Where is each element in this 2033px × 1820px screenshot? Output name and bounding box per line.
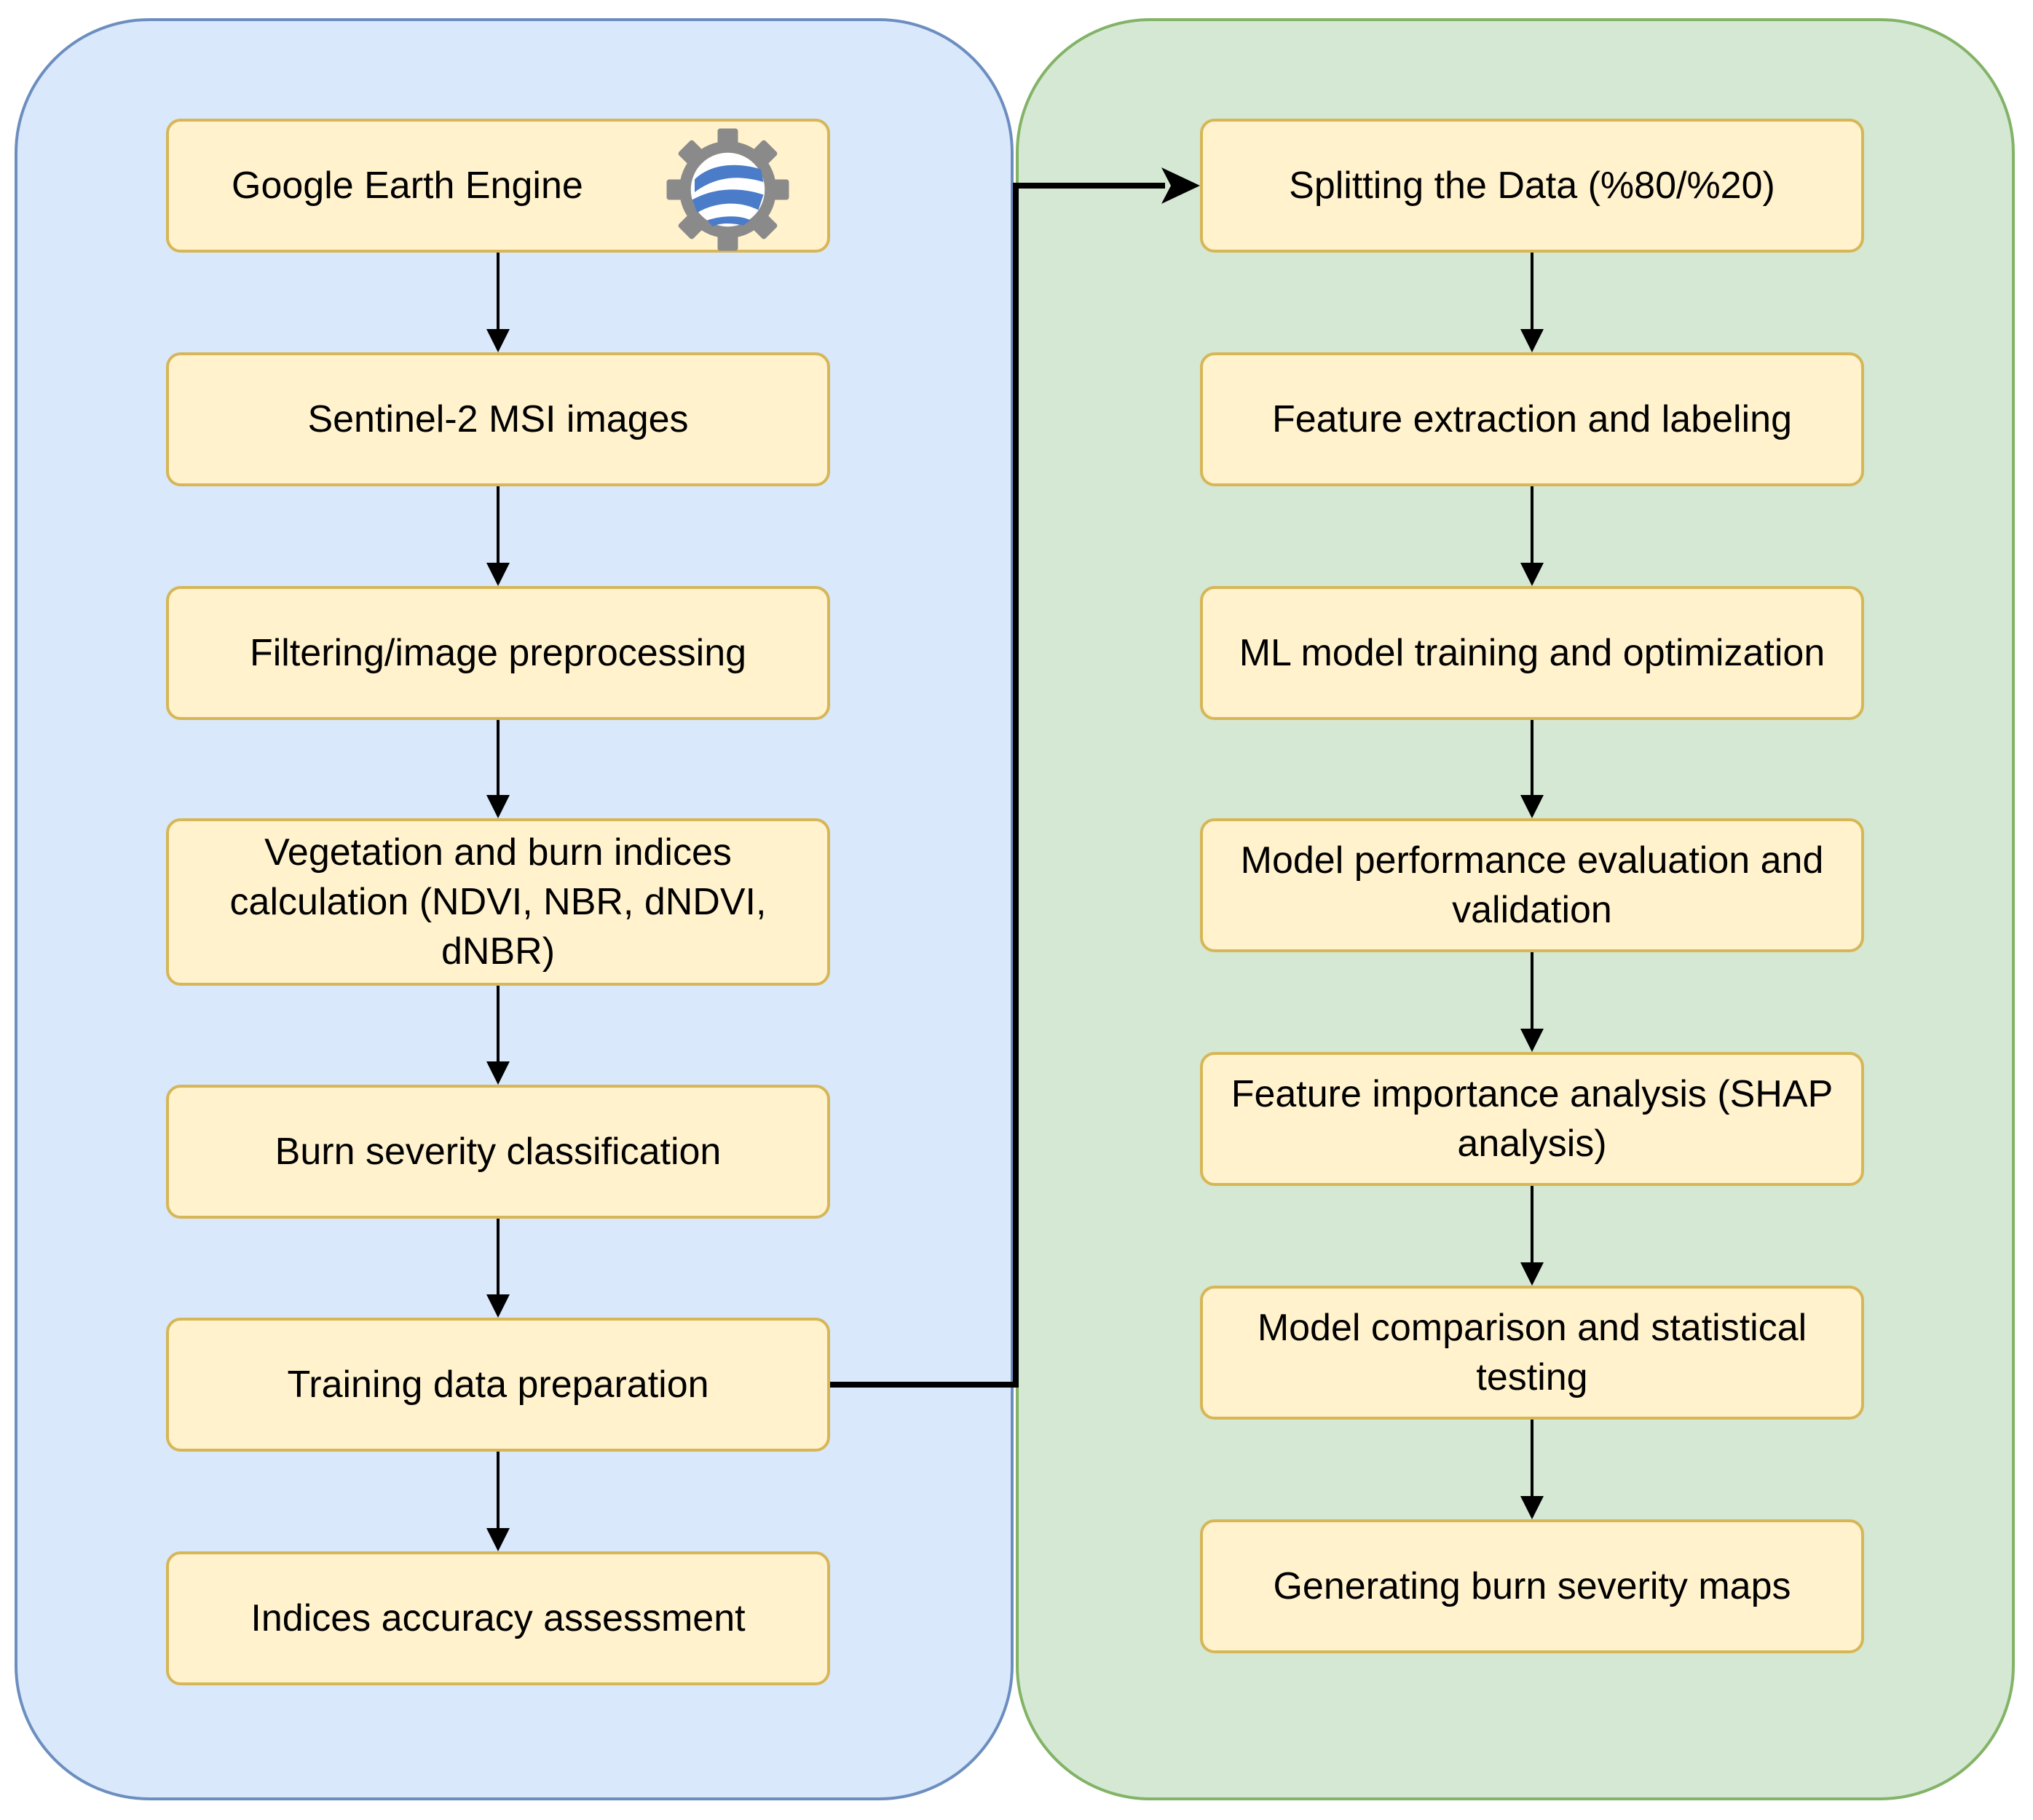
step-label: Burn severity classification [275, 1131, 722, 1173]
step-training-data-preparation: Training data preparation [166, 1318, 830, 1452]
step-label: ML model training and optimization [1239, 632, 1825, 674]
step-label: Filtering/image preprocessing [249, 632, 747, 674]
google-earth-engine-icon [666, 128, 789, 251]
step-label: Splitting the Data (%80/%20) [1289, 165, 1775, 207]
step-feature-importance-analysis: Feature importance analysis (SHAP analys… [1200, 1052, 1864, 1186]
step-filtering-image-preprocessing: Filtering/image preprocessing [166, 586, 830, 720]
step-sentinel-2-msi-images: Sentinel-2 MSI images [166, 352, 830, 486]
step-label: Feature extraction and labeling [1271, 398, 1792, 440]
step-label: Model comparison and statistical testing [1257, 1307, 1807, 1398]
step-splitting-the-data: Splitting the Data (%80/%20) [1200, 119, 1864, 253]
step-label: Training data preparation [287, 1364, 709, 1406]
step-label: Google Earth Engine [232, 165, 583, 207]
step-feature-extraction: Feature extraction and labeling [1200, 352, 1864, 486]
step-model-comparison: Model comparison and statistical testing [1200, 1286, 1864, 1420]
step-label: Indices accuracy assessment [250, 1597, 746, 1639]
step-label: Generating burn severity maps [1273, 1565, 1791, 1607]
step-generating-burn-severity-maps: Generating burn severity maps [1200, 1519, 1864, 1653]
step-indices-accuracy-assessment: Indices accuracy assessment [166, 1551, 830, 1685]
step-label: Model performance evaluation and validat… [1240, 839, 1824, 931]
step-label: Sentinel-2 MSI images [307, 398, 689, 440]
step-label: Feature importance analysis (SHAP analys… [1231, 1073, 1833, 1165]
step-model-performance-evaluation: Model performance evaluation and validat… [1200, 818, 1864, 952]
step-google-earth-engine: Google Earth Engine [166, 119, 830, 253]
step-indices-calculation: Vegetation and burn indices calculation … [166, 818, 830, 986]
step-label: Vegetation and burn indices calculation … [229, 831, 767, 973]
step-ml-model-training: ML model training and optimization [1200, 586, 1864, 720]
step-burn-severity-classification: Burn severity classification [166, 1085, 830, 1219]
